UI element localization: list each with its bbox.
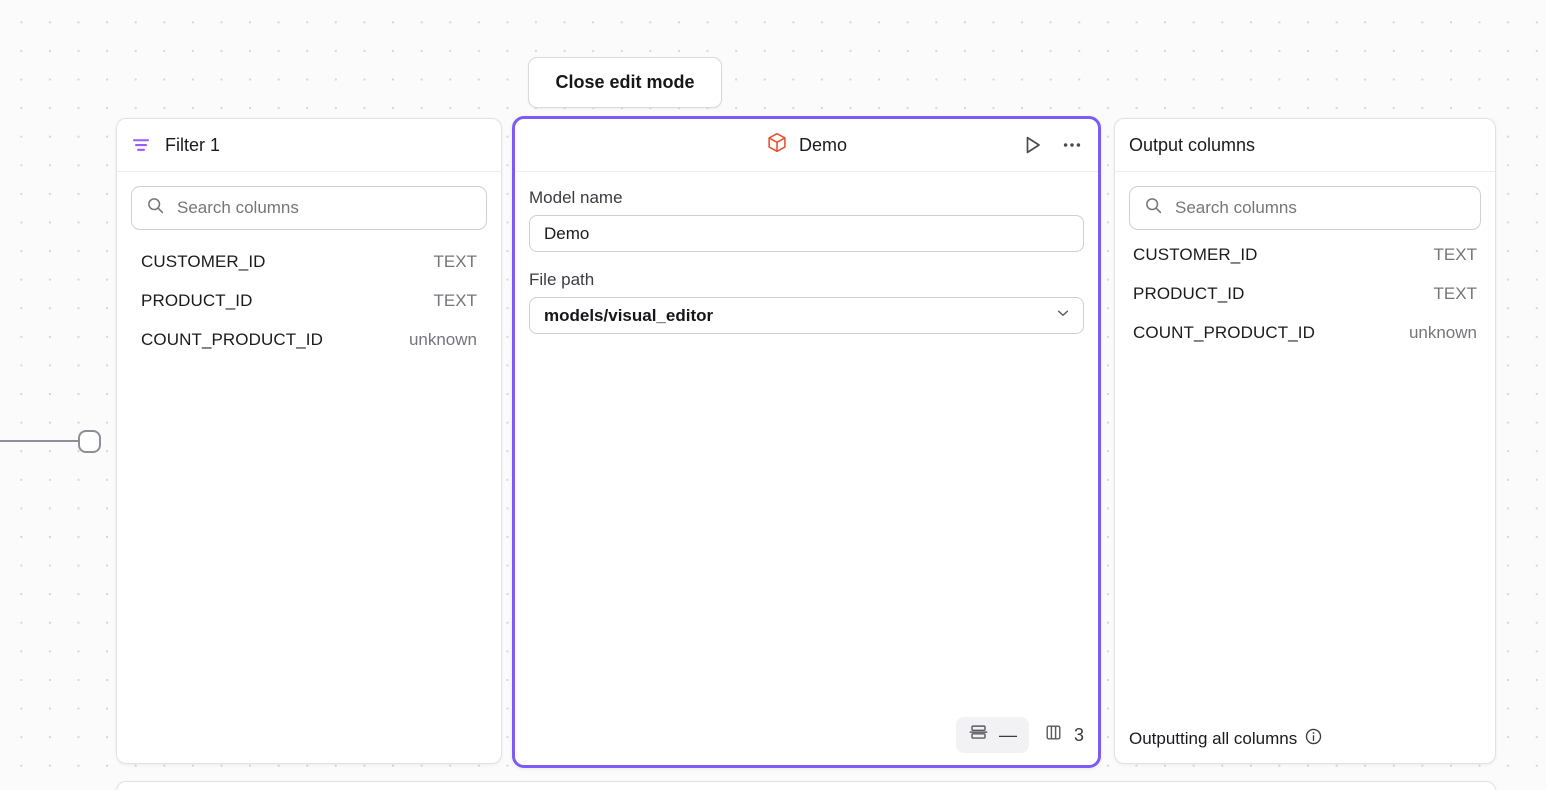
model-status-bar: — 3 <box>955 717 1084 753</box>
filter-panel-header: Filter 1 <box>117 119 501 172</box>
output-panel-footer: Outputting all columns <box>1115 715 1495 763</box>
file-path-select[interactable]: models/visual_editor <box>529 297 1084 334</box>
output-columns-panel[interactable]: Output columns CUSTOMER_ID TEXT PROD <box>1114 118 1496 764</box>
column-count-group[interactable]: 3 <box>1043 722 1084 748</box>
model-header-actions <box>1020 133 1084 157</box>
table-row[interactable]: PRODUCT_ID TEXT <box>1129 284 1481 323</box>
table-row[interactable]: COUNT_PRODUCT_ID unknown <box>1129 323 1481 362</box>
output-search-input[interactable] <box>1175 187 1480 229</box>
search-icon <box>1144 196 1163 220</box>
cube-icon <box>766 131 788 159</box>
output-panel-body: CUSTOMER_ID TEXT PRODUCT_ID TEXT COUNT_P… <box>1115 172 1495 763</box>
model-panel[interactable]: Demo Model name <box>512 116 1101 768</box>
model-name-input[interactable] <box>544 223 1069 244</box>
column-type: TEXT <box>433 252 477 271</box>
chevron-down-icon <box>1055 305 1071 326</box>
column-name: COUNT_PRODUCT_ID <box>141 330 324 349</box>
filter-icon <box>131 135 151 155</box>
file-path-value: models/visual_editor <box>544 305 714 325</box>
model-name-label: Model name <box>529 188 623 207</box>
table-row[interactable]: CUSTOMER_ID TEXT <box>1129 245 1481 284</box>
column-name: COUNT_PRODUCT_ID <box>1133 323 1316 342</box>
filter-panel[interactable]: Filter 1 CUSTOMER_ID TEXT PRODUCT_ID <box>116 118 502 764</box>
column-type: TEXT <box>433 291 477 310</box>
ellipsis-icon[interactable] <box>1060 133 1084 157</box>
filter-panel-body: CUSTOMER_ID TEXT PRODUCT_ID TEXT COUNT_P… <box>117 172 501 763</box>
model-title-group: Demo <box>766 131 847 159</box>
table-row[interactable]: COUNT_PRODUCT_ID unknown <box>131 330 487 369</box>
filter-panel-title: Filter 1 <box>165 134 221 155</box>
table-row[interactable]: CUSTOMER_ID TEXT <box>131 252 487 291</box>
file-path-label: File path <box>529 270 595 289</box>
connection-handle[interactable] <box>78 430 101 453</box>
model-panel-title: Demo <box>798 134 847 155</box>
column-name: PRODUCT_ID <box>1133 284 1245 303</box>
rows-icon <box>968 722 989 748</box>
filter-search-box[interactable] <box>131 186 487 230</box>
flow-edge-line <box>0 440 82 442</box>
column-type: TEXT <box>1433 284 1477 303</box>
table-row[interactable]: PRODUCT_ID TEXT <box>131 291 487 330</box>
output-column-list: CUSTOMER_ID TEXT PRODUCT_ID TEXT COUNT_P… <box>1129 245 1481 362</box>
info-icon[interactable] <box>1304 727 1323 751</box>
column-type: TEXT <box>1433 245 1477 264</box>
column-count-value: 3 <box>1073 724 1084 745</box>
column-name: CUSTOMER_ID <box>1133 245 1258 264</box>
model-panel-body: Model name File path models/visual_edito… <box>515 172 1098 765</box>
output-search-box[interactable] <box>1129 186 1481 230</box>
column-type: unknown <box>1408 323 1477 342</box>
row-count-value: — <box>998 724 1017 745</box>
output-panel-title: Output columns <box>1129 134 1256 155</box>
filter-column-list: CUSTOMER_ID TEXT PRODUCT_ID TEXT COUNT_P… <box>131 252 487 369</box>
close-edit-mode-button[interactable]: Close edit mode <box>528 57 722 108</box>
column-name: PRODUCT_ID <box>141 291 253 310</box>
filter-search-input[interactable] <box>177 187 486 229</box>
model-name-field[interactable] <box>529 215 1084 252</box>
next-node-panel-partial[interactable] <box>116 781 1496 790</box>
column-name: CUSTOMER_ID <box>141 252 266 271</box>
model-panel-header: Demo <box>515 119 1098 172</box>
output-footer-text: Outputting all columns <box>1129 729 1298 748</box>
columns-icon <box>1043 722 1064 748</box>
row-count-group[interactable]: — <box>955 717 1029 753</box>
search-icon <box>146 196 165 220</box>
output-panel-header: Output columns <box>1115 119 1495 172</box>
play-icon[interactable] <box>1020 133 1044 157</box>
column-type: unknown <box>408 330 477 349</box>
